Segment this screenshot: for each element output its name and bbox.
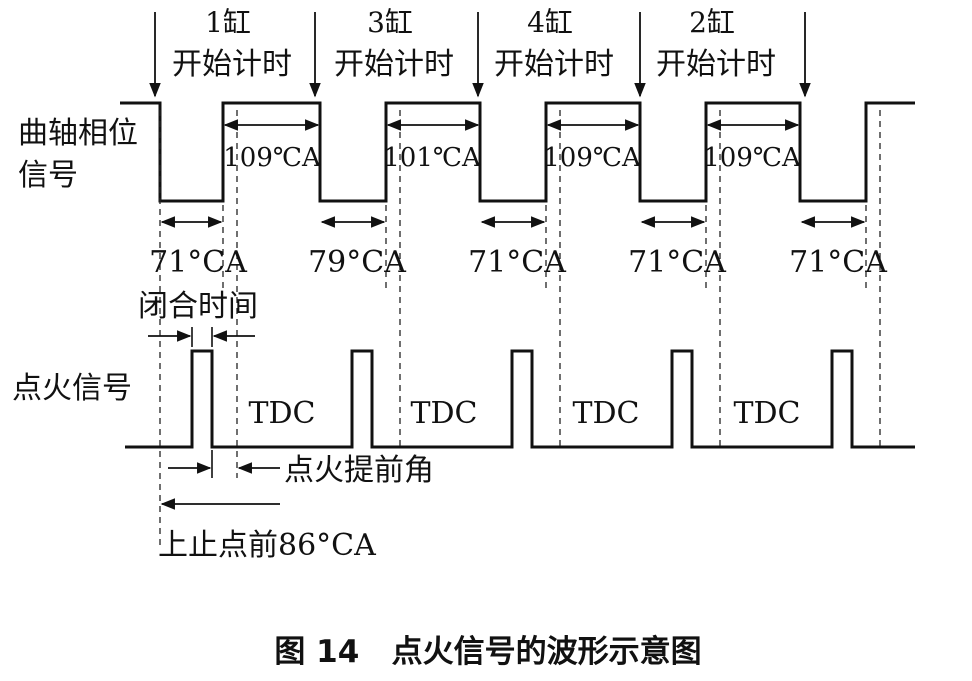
cylinder-label-4: 4缸: [527, 6, 573, 39]
ignition-advance-arrows: [168, 450, 280, 478]
low-width-label-3: 71°CA: [468, 245, 566, 280]
low-width-label-2: 79°CA: [308, 245, 406, 280]
figure-caption: 图 14 点火信号的波形示意图: [274, 634, 701, 670]
btdc-label: 上止点前86°CA: [158, 528, 376, 563]
ignition-signal-label: 点火信号: [12, 371, 132, 406]
high-width-label-1: 109℃A: [223, 143, 322, 173]
cylinder-action-2: 开始计时: [656, 47, 776, 82]
low-width-label-5: 71°CA: [789, 245, 887, 280]
crank-phase-waveform: [120, 101, 915, 203]
crank-signal-label-line1: 曲轴相位: [18, 116, 138, 151]
ignition-waveform: [125, 349, 915, 449]
high-width-label-2: 101℃A: [383, 143, 482, 173]
reference-dashed-lines: [159, 110, 881, 545]
cylinder-start-arrows: [149, 12, 811, 98]
dwell-time-label: 闭合时间: [138, 289, 258, 324]
low-width-label-1: 71°CA: [149, 245, 247, 280]
cylinder-label-1: 1缸: [205, 6, 251, 39]
cylinder-action-4: 开始计时: [494, 47, 614, 82]
crank-signal-label-line2: 信号: [18, 158, 78, 193]
low-width-label-4: 71°CA: [628, 245, 726, 280]
tdc-label-4: TDC: [733, 396, 800, 431]
cylinder-action-3: 开始计时: [334, 47, 454, 82]
tdc-label-1: TDC: [248, 396, 315, 431]
cylinder-label-2: 2缸: [689, 6, 735, 39]
cylinder-label-3: 3缸: [367, 6, 413, 39]
ignition-advance-label: 点火提前角: [284, 453, 434, 488]
dwell-time-arrows: [148, 327, 255, 347]
tdc-label-2: TDC: [410, 396, 477, 431]
tdc-label-3: TDC: [572, 396, 639, 431]
high-width-label-4: 109℃A: [703, 143, 802, 173]
cylinder-action-1: 开始计时: [172, 47, 292, 82]
high-width-label-3: 109℃A: [543, 143, 642, 173]
